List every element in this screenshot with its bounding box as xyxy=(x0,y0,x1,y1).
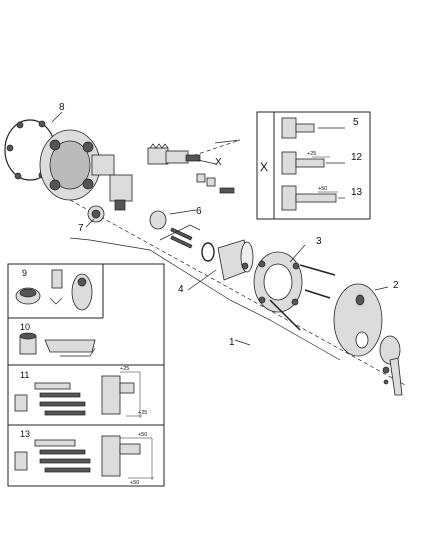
callout-7: 7 xyxy=(78,223,84,234)
extension-sleeve xyxy=(217,239,254,281)
accessory-9-parts xyxy=(15,269,93,311)
accessory-13-parts xyxy=(14,435,154,480)
callout-1: 1 xyxy=(229,337,235,348)
extension-marker-x: X xyxy=(260,160,268,174)
callout-9: 9 xyxy=(22,268,27,278)
sleeve-and-screws xyxy=(149,210,201,249)
callout-x: X xyxy=(215,157,222,168)
cartridge-small-parts xyxy=(196,173,235,194)
callout-10: 10 xyxy=(20,322,30,332)
valve-body xyxy=(39,129,133,211)
accessory-11-dim-top: +25 xyxy=(120,366,129,372)
cartridge xyxy=(147,143,201,165)
accessory-13-dim-top: +50 xyxy=(138,432,147,438)
accessory-11-parts xyxy=(14,371,142,418)
extension-dim-13: +50 xyxy=(318,186,327,192)
callout-leaders xyxy=(51,111,389,361)
mounting-screws xyxy=(269,264,336,331)
extension-label-12: 12 xyxy=(351,152,363,163)
extension-panel: X 5 +25 12 +50 13 xyxy=(256,111,371,220)
lever-handle xyxy=(379,335,403,396)
callout-11: 11 xyxy=(20,370,29,380)
callout-8: 8 xyxy=(59,102,65,113)
accessory-13-dim-bottom: +50 xyxy=(130,480,139,486)
o-ring xyxy=(201,242,215,262)
extension-label-5: 5 xyxy=(353,117,359,128)
accessory-10-parts xyxy=(19,332,96,357)
callout-13-inset: 13 xyxy=(20,429,30,439)
extension-label-13: 13 xyxy=(351,187,363,198)
accessory-11-dim-bottom: +25 xyxy=(138,410,147,416)
accessories-panel: 9 10 11 xyxy=(7,263,165,487)
extension-row-12: +25 12 xyxy=(281,151,363,175)
extension-row-13: +50 13 xyxy=(281,185,363,211)
escutcheon-plate xyxy=(333,283,383,357)
callout-2: 2 xyxy=(393,280,399,291)
callout-3: 3 xyxy=(316,236,322,247)
extension-dim-12: +25 xyxy=(307,151,316,157)
callout-6: 6 xyxy=(196,206,202,217)
adapter-fitting xyxy=(87,205,105,223)
mounting-plate xyxy=(253,251,303,313)
assembly-axis xyxy=(69,199,406,386)
callout-4: 4 xyxy=(178,284,184,295)
extension-row-5: 5 xyxy=(281,117,359,139)
